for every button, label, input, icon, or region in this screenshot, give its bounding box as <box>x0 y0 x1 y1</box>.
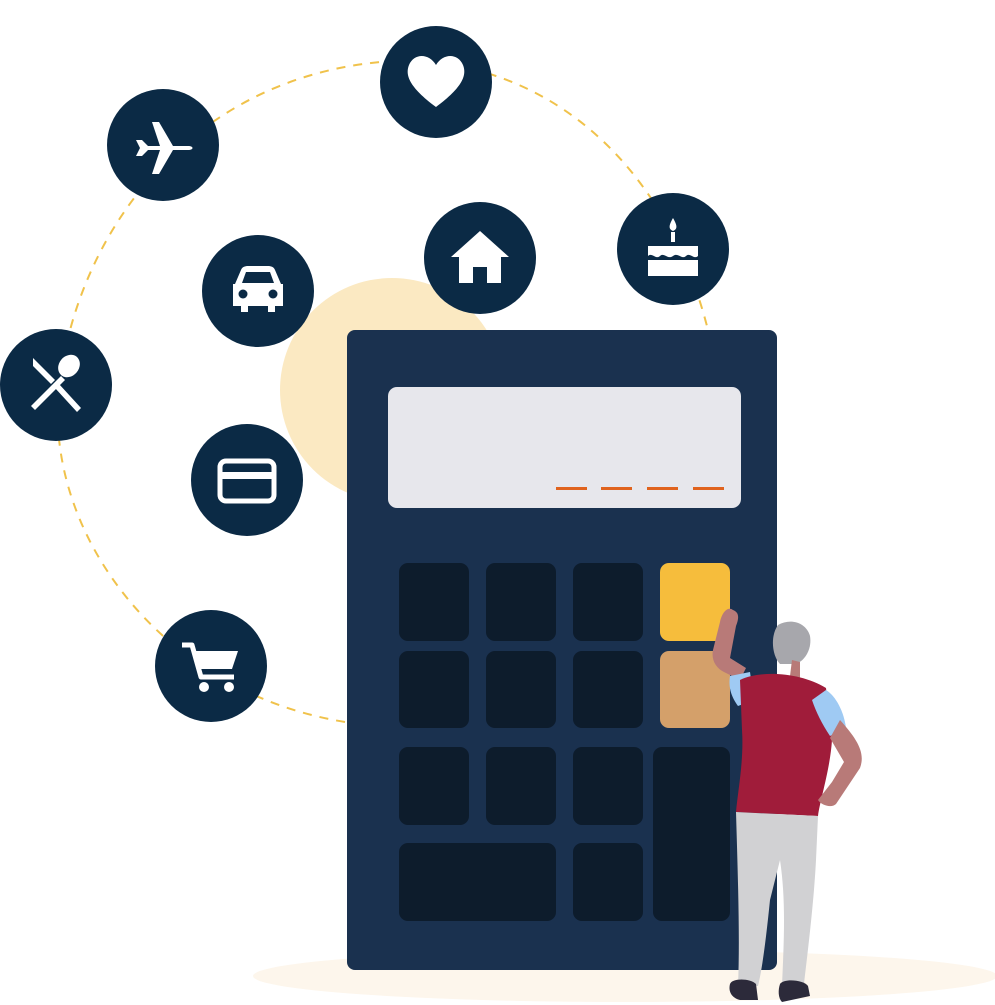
calculator-key[interactable] <box>573 843 643 921</box>
shopping-cart-icon <box>155 610 267 722</box>
airplane-icon <box>107 89 219 201</box>
calculator-key-highlight[interactable] <box>660 563 730 641</box>
credit-card-icon <box>191 424 303 536</box>
car-icon <box>202 235 314 347</box>
calculator-key-tall[interactable] <box>653 747 730 921</box>
heart-icon <box>380 26 492 138</box>
calculator-key[interactable] <box>399 563 469 641</box>
calculator-key[interactable] <box>486 651 556 728</box>
display-dash <box>693 487 724 490</box>
calculator <box>347 330 777 970</box>
calculator-key[interactable] <box>573 563 643 641</box>
calculator-key[interactable] <box>486 563 556 641</box>
display-dash <box>556 487 587 490</box>
calculator-display <box>388 387 741 508</box>
dashed-orbit <box>56 60 709 723</box>
calculator-key[interactable] <box>399 651 469 728</box>
utensils-icon <box>0 329 112 441</box>
calculator-key[interactable] <box>399 747 469 825</box>
calculator-key-wide[interactable] <box>399 843 556 921</box>
calculator-key[interactable] <box>486 747 556 825</box>
calculator-key[interactable] <box>573 747 643 825</box>
birthday-cake-icon <box>617 193 729 305</box>
display-dash <box>647 487 678 490</box>
calculator-key[interactable] <box>573 651 643 728</box>
display-dash <box>601 487 632 490</box>
house-icon <box>424 202 536 314</box>
